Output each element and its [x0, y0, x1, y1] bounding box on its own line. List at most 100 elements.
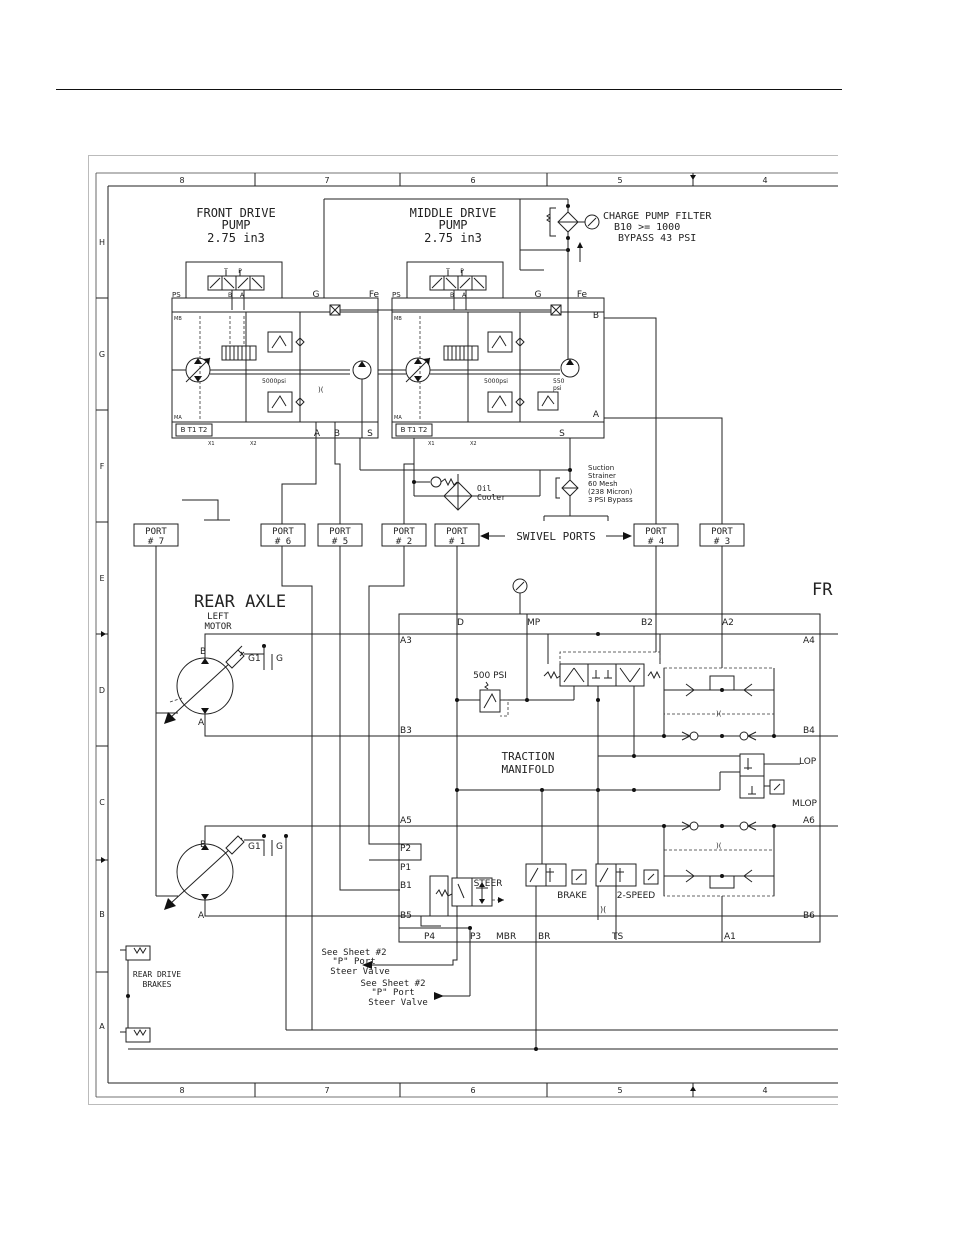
svg-text:MA: MA — [174, 415, 182, 421]
svg-text:)(: )( — [600, 905, 606, 914]
svg-text:MIDDLE DRIVE: MIDDLE DRIVE — [410, 206, 497, 220]
svg-text:5: 5 — [617, 1086, 622, 1095]
svg-text:LOP: LOP — [799, 757, 817, 767]
svg-text:500 PSI: 500 PSI — [473, 671, 507, 681]
svg-text:S: S — [367, 429, 373, 439]
svg-text:SWIVEL PORTS: SWIVEL PORTS — [516, 530, 595, 543]
svg-text:T: T — [223, 268, 228, 275]
svg-text:B3: B3 — [400, 726, 412, 736]
svg-text:D: D — [457, 618, 464, 628]
svg-text:PORT: PORT — [329, 527, 351, 537]
svg-text:B: B — [593, 311, 599, 321]
svg-text:PUMP: PUMP — [439, 218, 468, 232]
traction-manifold: TRACTION MANIFOLD D MP B2 A2 A3 B3 A5 P2… — [369, 578, 821, 996]
svg-text:# 6: # 6 — [275, 537, 291, 547]
svg-text:2-SPEED: 2-SPEED — [617, 891, 655, 901]
svg-text:A: A — [240, 292, 245, 299]
svg-text:LEFT: LEFT — [207, 612, 229, 622]
svg-text:STEER: STEER — [474, 879, 503, 889]
svg-text:A: A — [462, 292, 467, 299]
header-rule — [56, 89, 842, 90]
svg-text:5000psi: 5000psi — [484, 378, 508, 385]
svg-text:"P" Port: "P" Port — [371, 988, 414, 998]
svg-text:PUMP: PUMP — [222, 218, 251, 232]
svg-text:P3: P3 — [470, 932, 481, 942]
svg-text:BRAKES: BRAKES — [143, 980, 172, 989]
svg-text:Fe: Fe — [369, 290, 380, 300]
oil-cooler: Oil Cooler — [359, 438, 570, 511]
svg-text:X2: X2 — [250, 441, 257, 447]
svg-text:E: E — [99, 574, 104, 583]
svg-text:5000psi: 5000psi — [262, 378, 286, 385]
svg-text:# 2: # 2 — [396, 537, 412, 547]
svg-text:B10 >= 1000: B10 >= 1000 — [614, 222, 680, 233]
svg-text:B: B — [200, 647, 206, 657]
svg-text:A6: A6 — [803, 816, 815, 826]
svg-text:D: D — [99, 686, 105, 695]
interconnect-lines — [126, 309, 838, 1051]
front-pump-title: FRONT DRIVE PUMP 2.75 in3 — [196, 206, 275, 245]
svg-text:4: 4 — [762, 176, 767, 185]
svg-text:Suction: Suction — [588, 464, 614, 472]
svg-text:P2: P2 — [400, 844, 411, 854]
svg-text:Steer Valve: Steer Valve — [330, 967, 390, 977]
svg-text:A4: A4 — [803, 636, 815, 646]
svg-text:Strainer: Strainer — [588, 472, 616, 480]
svg-text:B: B — [450, 292, 454, 299]
svg-text:2.75 in3: 2.75 in3 — [207, 231, 265, 245]
svg-text:PORT: PORT — [393, 527, 415, 537]
svg-text:MP: MP — [527, 618, 541, 628]
svg-text:BYPASS 43 PSI: BYPASS 43 PSI — [618, 233, 696, 244]
svg-text:P: P — [460, 268, 464, 275]
svg-text:)(: )( — [318, 386, 324, 394]
svg-text:A: A — [198, 718, 205, 728]
svg-text:REAR AXLE: REAR AXLE — [194, 592, 286, 612]
svg-text:G: G — [313, 290, 320, 300]
svg-text:"P" Port: "P" Port — [332, 957, 375, 967]
svg-text:G1: G1 — [248, 654, 261, 664]
svg-text:550: 550 — [553, 378, 565, 385]
svg-text:B5: B5 — [400, 911, 412, 921]
svg-text:MOTOR: MOTOR — [204, 622, 232, 632]
svg-text:Oil: Oil — [477, 484, 492, 493]
svg-text:X1: X1 — [428, 441, 435, 447]
svg-text:A: A — [99, 1022, 105, 1031]
svg-text:60 Mesh: 60 Mesh — [588, 480, 618, 488]
svg-text:P: P — [238, 268, 242, 275]
svg-text:7: 7 — [324, 176, 329, 185]
svg-text:P1: P1 — [400, 863, 411, 873]
svg-text:X1: X1 — [208, 441, 215, 447]
svg-text:G: G — [535, 290, 542, 300]
svg-text:REAR DRIVE: REAR DRIVE — [133, 970, 181, 979]
svg-text:C: C — [99, 798, 105, 807]
svg-text:MA: MA — [394, 415, 402, 421]
svg-text:# 7: # 7 — [148, 537, 164, 547]
svg-text:A: A — [314, 429, 321, 439]
zone-labels: 8 7 6 5 4 8 7 6 5 4 H G F E D C B A — [99, 176, 768, 1095]
svg-text:G1: G1 — [248, 842, 261, 852]
svg-text:G: G — [276, 654, 283, 664]
svg-text:B T1 T2: B T1 T2 — [401, 426, 428, 434]
svg-text:BRAKE: BRAKE — [557, 891, 587, 901]
svg-text:# 5: # 5 — [332, 537, 348, 547]
svg-text:# 3: # 3 — [714, 537, 730, 547]
svg-text:H: H — [99, 238, 105, 247]
svg-text:A5: A5 — [400, 816, 412, 826]
svg-text:8: 8 — [179, 176, 184, 185]
svg-text:# 1: # 1 — [449, 537, 465, 547]
svg-text:B6: B6 — [803, 911, 815, 921]
front-drive-pump: T P B A 5000psi )( — [171, 261, 380, 447]
svg-text:PS: PS — [392, 291, 401, 299]
middle-pump-title: MIDDLE DRIVE PUMP 2.75 in3 — [410, 206, 497, 245]
svg-text:X2: X2 — [470, 441, 477, 447]
drawing-sheet-border — [88, 155, 838, 1105]
svg-text:A1: A1 — [724, 932, 736, 942]
svg-text:MLOP: MLOP — [792, 799, 818, 809]
svg-text:S: S — [559, 429, 565, 439]
svg-text:P4: P4 — [424, 932, 435, 942]
svg-text:G: G — [99, 350, 105, 359]
svg-text:6: 6 — [470, 1086, 475, 1095]
svg-text:A2: A2 — [722, 618, 734, 628]
drawing-frame — [95, 172, 838, 1098]
